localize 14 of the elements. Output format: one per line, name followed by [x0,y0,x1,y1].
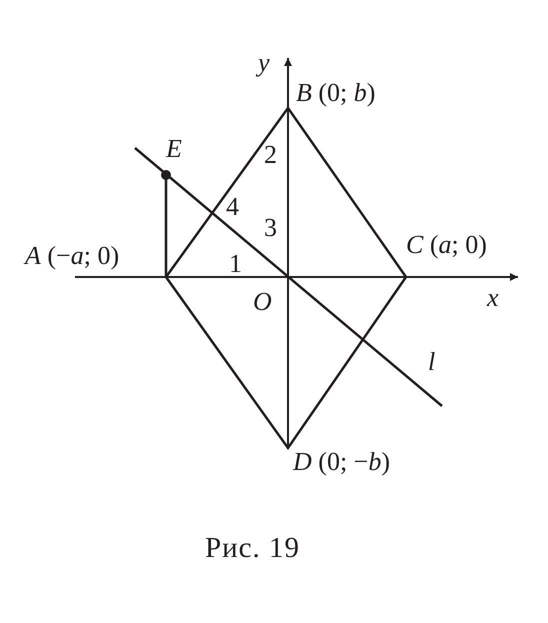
point-label: D (0; −b) [293,449,390,475]
angle-number: 2 [264,142,277,168]
line-label: l [428,349,436,375]
point-label: B (0; b) [296,80,376,106]
angle-number: 1 [229,251,242,277]
point-label: O [253,289,272,315]
point-label: E [166,136,182,162]
angle-number: 3 [264,215,277,241]
axis-label: x [487,285,499,311]
figure-caption: Рис. 19 [205,534,300,563]
axis-label: y [258,50,270,76]
point-label: A (−a; 0) [25,243,120,269]
point-label: C (a; 0) [406,232,487,258]
angle-number: 4 [226,194,239,220]
